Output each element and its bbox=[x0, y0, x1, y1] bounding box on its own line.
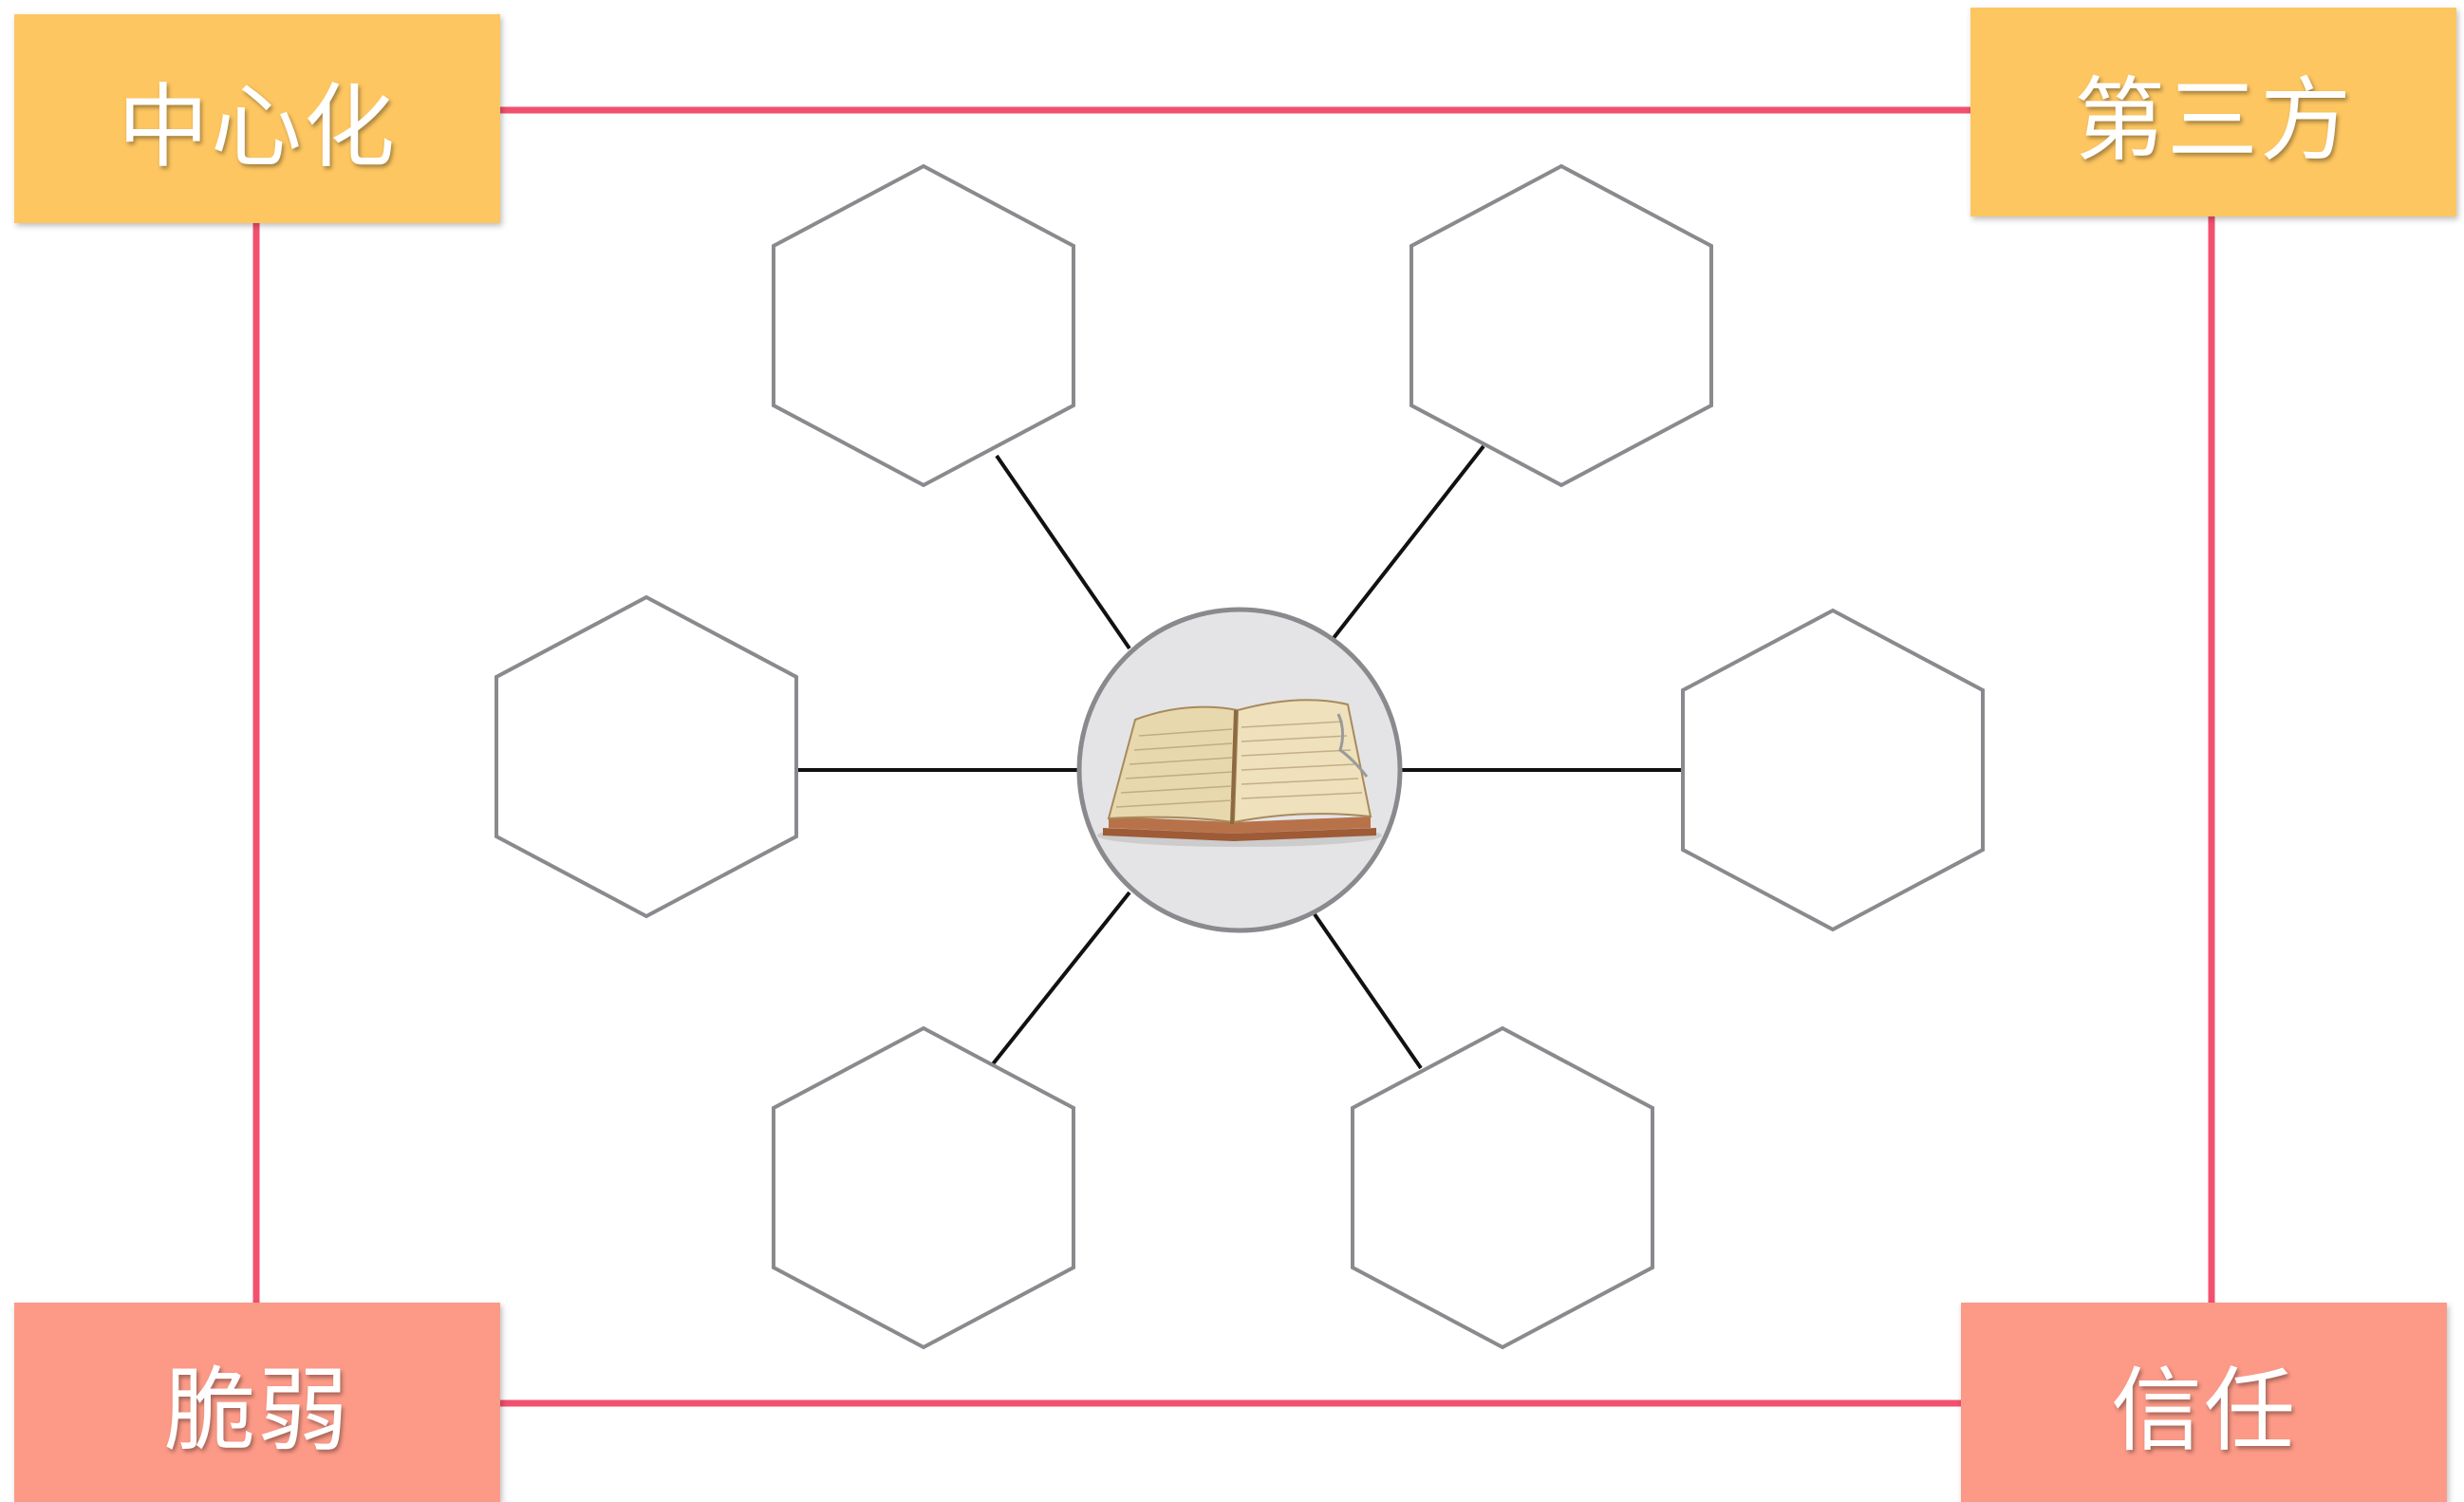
hexagon-nodes bbox=[495, 163, 1985, 1350]
hexagon-node-top-right bbox=[1409, 163, 1713, 488]
hexagon-node-left bbox=[495, 594, 798, 919]
corner-label-text: 中心化 bbox=[118, 73, 397, 180]
corner-label-centralized: 中心化 bbox=[14, 14, 500, 223]
spoke-bottom-right bbox=[1313, 912, 1423, 1070]
spoke-top-right bbox=[1332, 444, 1485, 640]
hexagon-node-top-left bbox=[772, 163, 1075, 488]
center-node bbox=[1076, 607, 1403, 933]
corner-label-trust: 信任 bbox=[1961, 1303, 2447, 1502]
hexagon-node-right bbox=[1681, 608, 1985, 932]
spoke-top-left bbox=[995, 454, 1131, 650]
corner-label-text: 第三方 bbox=[2074, 66, 2353, 174]
hexagon-node-bottom-left bbox=[772, 1025, 1075, 1350]
hexagon-node-bottom-right bbox=[1351, 1025, 1654, 1350]
frame-connectors bbox=[252, 106, 2215, 1407]
corner-label-third-party: 第三方 bbox=[1970, 8, 2456, 216]
ledger-book-icon bbox=[1097, 699, 1382, 847]
corner-label-fragile: 脆弱 bbox=[14, 1303, 500, 1502]
corner-label-text: 脆弱 bbox=[164, 1357, 350, 1464]
corner-label-text: 信任 bbox=[2111, 1357, 2297, 1464]
spoke-bottom-left bbox=[990, 891, 1131, 1067]
spokes bbox=[797, 444, 1682, 1070]
